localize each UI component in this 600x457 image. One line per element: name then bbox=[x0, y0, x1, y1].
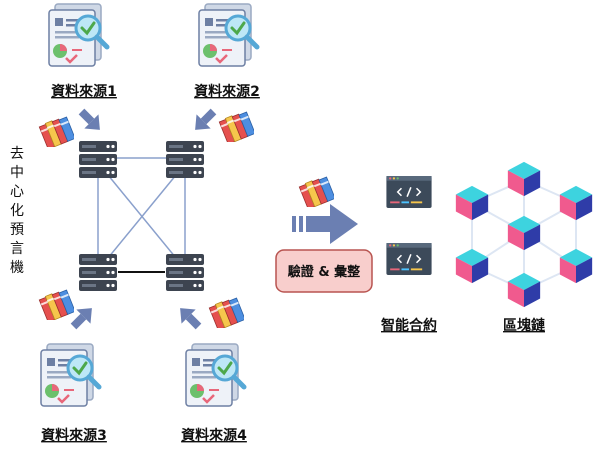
validate-aggregate-box: 驗證 & 彙整 bbox=[275, 249, 373, 293]
smart-contract-label: 智能合約 bbox=[380, 317, 437, 334]
code-window-icon bbox=[386, 243, 432, 275]
cube-icon bbox=[507, 161, 541, 197]
server-icon bbox=[166, 254, 204, 291]
code-window-icon bbox=[386, 176, 432, 208]
arrow-icon bbox=[70, 308, 92, 330]
books-icon bbox=[298, 175, 334, 207]
server-icon bbox=[79, 141, 117, 178]
big-right-arrow-icon bbox=[292, 204, 358, 244]
source-1-label: 資料來源1 bbox=[51, 83, 117, 100]
oracle-char: 中 bbox=[10, 165, 24, 181]
source-4-label: 資料來源4 bbox=[181, 427, 247, 444]
oracle-char: 言 bbox=[10, 241, 24, 257]
books-icon bbox=[38, 115, 74, 147]
books-icon bbox=[218, 110, 254, 142]
source-arrows bbox=[70, 108, 217, 330]
books-icon bbox=[208, 296, 244, 328]
source-3-label: 資料來源3 bbox=[41, 427, 107, 444]
cube-icon bbox=[507, 272, 541, 308]
cube-icon bbox=[559, 185, 593, 221]
source-4-document-icon bbox=[186, 344, 244, 406]
oracle-label: 去 中 心 化 預 言 機 bbox=[10, 146, 24, 276]
cube-icon bbox=[455, 185, 489, 221]
oracle-char: 心 bbox=[10, 184, 24, 200]
source-3-document-icon bbox=[41, 344, 99, 406]
source-1-document-icon bbox=[49, 4, 107, 66]
oracle-char: 機 bbox=[10, 260, 24, 276]
books-icon bbox=[38, 288, 74, 320]
cube-icon bbox=[507, 215, 541, 251]
source-2-document-icon bbox=[199, 4, 257, 66]
arrow-icon bbox=[78, 108, 100, 130]
arrow-icon bbox=[195, 108, 217, 130]
link-diagonal-2 bbox=[107, 174, 177, 259]
arrow-icon bbox=[180, 308, 202, 330]
cube-icon bbox=[455, 248, 489, 284]
oracle-char: 預 bbox=[10, 222, 24, 238]
oracle-char: 去 bbox=[10, 146, 24, 162]
cube-icon bbox=[559, 248, 593, 284]
server-icon bbox=[79, 254, 117, 291]
source-2-label: 資料來源2 bbox=[194, 83, 260, 100]
blockchain-label: 區塊鏈 bbox=[503, 317, 545, 334]
oracle-char: 化 bbox=[10, 203, 24, 219]
validate-aggregate-label: 驗證 & 彙整 bbox=[288, 264, 361, 280]
server-icon bbox=[166, 141, 204, 178]
